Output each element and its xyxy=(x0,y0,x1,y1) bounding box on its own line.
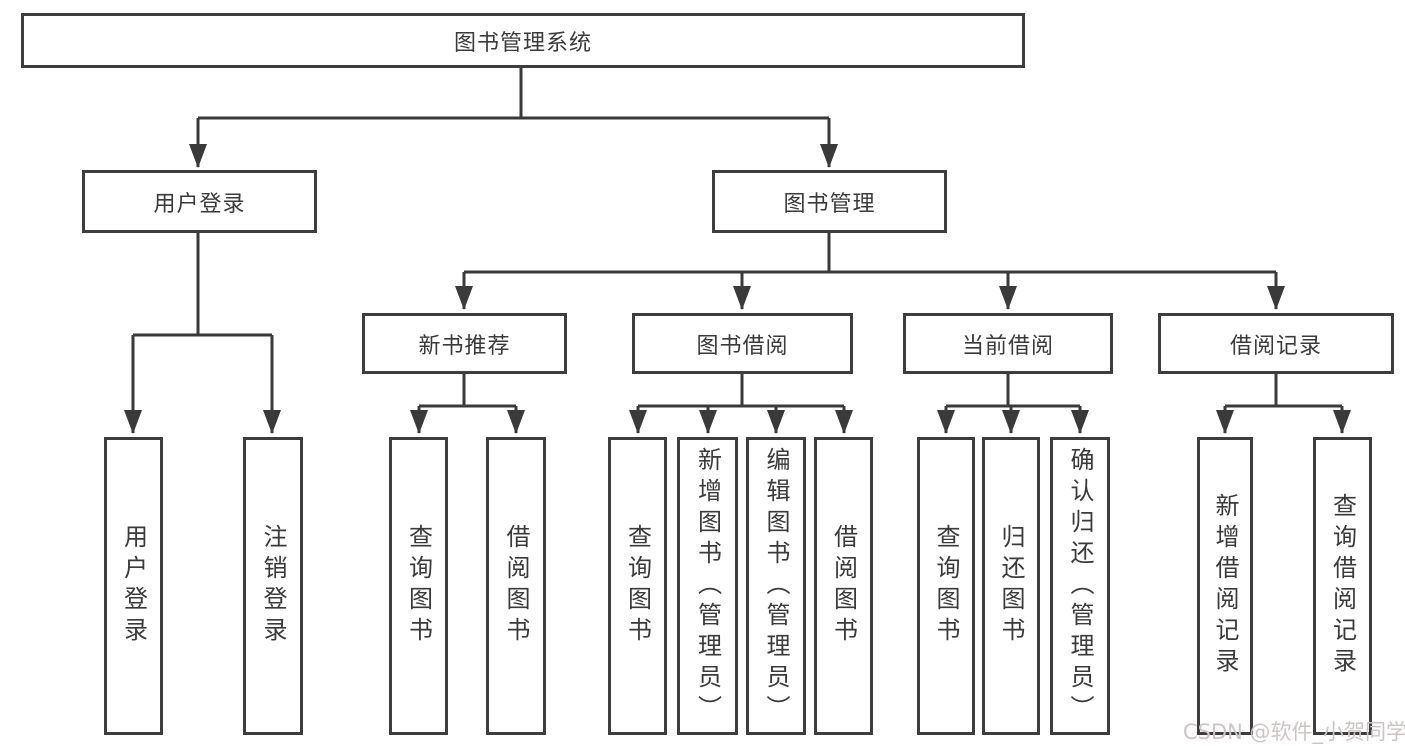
node-book-borrow-label: 图书借阅 xyxy=(696,333,789,359)
leaf-br-query-record: 查询借阅记录 xyxy=(1313,437,1372,735)
leaf-bb-borrow-books: 借阅图书 xyxy=(814,437,873,735)
node-user-login: 用户登录 xyxy=(82,170,317,233)
leaf-rec-query-books: 查询图书 xyxy=(389,437,448,735)
node-new-book-rec: 新书推荐 xyxy=(362,313,567,374)
node-root-label: 图书管理系统 xyxy=(453,30,592,56)
leaf-bb-add-books: 新增图书（管理员） xyxy=(677,437,738,735)
leaf-bb-borrow-books-label: 借阅图书 xyxy=(829,524,858,648)
leaf-bb-edit-books: 编辑图书（管理员） xyxy=(746,437,806,735)
leaf-logout: 注销登录 xyxy=(243,437,303,735)
leaf-rec-borrow-books: 借阅图书 xyxy=(486,437,546,735)
leaf-cb-return-books: 归还图书 xyxy=(982,437,1040,735)
node-book-mgmt-label: 图书管理 xyxy=(783,191,876,217)
leaf-logout-label: 注销登录 xyxy=(259,524,287,648)
node-borrow-records-label: 借阅记录 xyxy=(1229,333,1322,359)
leaf-cb-confirm-return-label: 确认归还（管理员） xyxy=(1066,446,1094,726)
node-book-borrow: 图书借阅 xyxy=(632,313,853,374)
leaf-cb-confirm-return: 确认归还（管理员） xyxy=(1050,437,1110,735)
node-root: 图书管理系统 xyxy=(21,13,1025,68)
leaf-rec-borrow-books-label: 借阅图书 xyxy=(502,524,530,648)
node-new-book-rec-label: 新书推荐 xyxy=(418,333,511,359)
leaf-bb-edit-books-label: 编辑图书（管理员） xyxy=(762,446,790,726)
leaf-br-add-record: 新增借阅记录 xyxy=(1197,437,1253,735)
leaf-cb-query-books: 查询图书 xyxy=(917,437,975,735)
node-book-mgmt: 图书管理 xyxy=(712,170,947,233)
leaf-cb-query-books-label: 查询图书 xyxy=(932,524,960,648)
leaf-user-login-label: 用户登录 xyxy=(119,524,148,648)
leaf-user-login: 用户登录 xyxy=(104,437,163,735)
leaf-bb-add-books-label: 新增图书（管理员） xyxy=(693,446,722,726)
leaf-rec-query-books-label: 查询图书 xyxy=(404,524,433,648)
node-current-borrow-label: 当前借阅 xyxy=(961,333,1054,359)
node-user-login-label: 用户登录 xyxy=(153,191,246,217)
node-borrow-records: 借阅记录 xyxy=(1158,313,1394,374)
leaf-bb-query-books-label: 查询图书 xyxy=(623,524,652,648)
leaf-br-query-record-label: 查询借阅记录 xyxy=(1328,493,1357,679)
leaf-cb-return-books-label: 归还图书 xyxy=(997,524,1025,648)
csdn-watermark: CSDN @软件_小贺同学 xyxy=(1183,720,1405,744)
node-current-borrow: 当前借阅 xyxy=(903,313,1113,374)
leaf-bb-query-books: 查询图书 xyxy=(608,437,667,735)
leaf-br-add-record-label: 新增借阅记录 xyxy=(1211,493,1239,679)
